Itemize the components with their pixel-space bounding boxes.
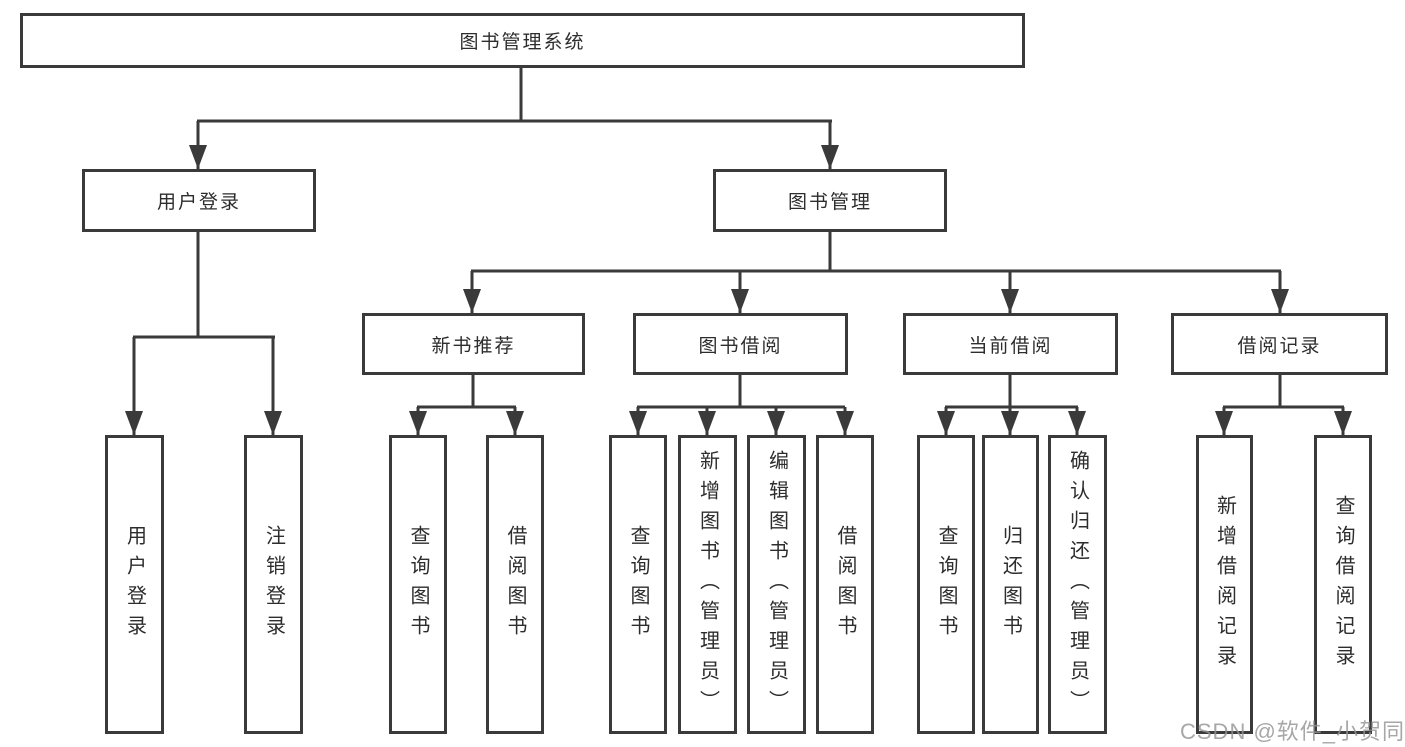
node-label: 图书借阅 (698, 335, 783, 357)
connector-line (196, 232, 200, 338)
leaf-logout: 注销登录 (244, 435, 303, 734)
node-label: 归还图书 (999, 524, 1022, 645)
connector-line (271, 337, 275, 435)
node-label: 确认归还（管理员） (1066, 449, 1089, 720)
arrow-down-icon (821, 145, 839, 169)
connector-line (133, 335, 275, 339)
leaf-borrow-books: 借阅图书 (486, 435, 544, 734)
node-label: 查询图书 (407, 524, 429, 645)
node-user-login: 用户登录 (82, 169, 316, 232)
leaf-add-books-admin: 新增图书（管理员） (678, 435, 737, 734)
leaf-edit-books-admin: 编辑图书（管理员） (747, 435, 806, 734)
arrow-down-icon (125, 411, 143, 435)
node-book-management: 图书管理 (713, 169, 947, 232)
leaf-confirm-return-admin: 确认归还（管理员） (1048, 435, 1107, 734)
arrow-down-icon (937, 411, 955, 435)
node-label: 借阅图书 (834, 524, 856, 645)
node-borrow-records: 借阅记录 (1171, 313, 1388, 375)
connector-line (132, 337, 136, 435)
node-label: 查询图书 (627, 524, 649, 645)
node-label: 图书管理系统 (459, 32, 586, 53)
leaf-query-books: 查询图书 (917, 435, 975, 734)
leaf-add-borrow-record: 新增借阅记录 (1196, 435, 1253, 734)
connector-line (471, 375, 475, 408)
node-current-borrow: 当前借阅 (903, 313, 1118, 375)
node-label: 当前借阅 (968, 335, 1053, 357)
leaf-return-books: 归还图书 (982, 435, 1039, 734)
node-label: 注销登录 (262, 524, 285, 645)
connector-line (1223, 405, 1344, 409)
node-label: 查询图书 (935, 524, 957, 645)
leaf-borrow-books: 借阅图书 (816, 435, 874, 734)
arrow-down-icon (1001, 289, 1019, 313)
node-label: 用户登录 (156, 192, 241, 213)
arrow-down-icon (1001, 411, 1019, 435)
connector-line (945, 405, 1078, 409)
arrow-down-icon (731, 289, 749, 313)
node-label: 新增借阅记录 (1213, 494, 1236, 675)
connector-line (1008, 375, 1012, 408)
connector-line (637, 405, 845, 409)
leaf-query-borrow-record: 查询借阅记录 (1314, 435, 1372, 734)
arrow-down-icon (1334, 411, 1352, 435)
connector-line (519, 68, 523, 121)
arrow-down-icon (463, 289, 481, 313)
node-label: 借阅记录 (1237, 335, 1322, 357)
arrow-down-icon (1215, 411, 1233, 435)
leaf-user-login: 用户登录 (105, 435, 164, 734)
leaf-query-books: 查询图书 (389, 435, 447, 734)
csdn-watermark: CSDN @软件_小贺同学 (1180, 719, 1405, 744)
node-book-borrow: 图书借阅 (633, 313, 848, 375)
connector-line (417, 405, 516, 409)
arrow-down-icon (836, 411, 854, 435)
connector-line (828, 232, 832, 272)
node-label: 查询借阅记录 (1332, 494, 1354, 675)
node-label: 用户登录 (123, 524, 146, 645)
node-root: 图书管理系统 (20, 13, 1025, 68)
arrow-down-icon (189, 145, 207, 169)
connector-line (471, 269, 1281, 273)
arrow-down-icon (767, 411, 785, 435)
leaf-query-books: 查询图书 (609, 435, 667, 734)
node-label: 编辑图书（管理员） (765, 449, 788, 720)
node-label: 新增图书（管理员） (696, 449, 719, 720)
node-new-book-recommend: 新书推荐 (362, 313, 585, 375)
connector-line (1278, 375, 1282, 408)
arrow-down-icon (698, 411, 716, 435)
node-label: 新书推荐 (431, 335, 516, 357)
arrow-down-icon (506, 411, 524, 435)
connector-line (738, 375, 742, 408)
connector-line (197, 119, 832, 123)
arrow-down-icon (1068, 411, 1086, 435)
node-label: 图书管理 (787, 192, 872, 213)
node-label: 借阅图书 (504, 524, 526, 645)
arrow-down-icon (629, 411, 647, 435)
arrow-down-icon (409, 411, 427, 435)
arrow-down-icon (1271, 289, 1289, 313)
arrow-down-icon (264, 411, 282, 435)
